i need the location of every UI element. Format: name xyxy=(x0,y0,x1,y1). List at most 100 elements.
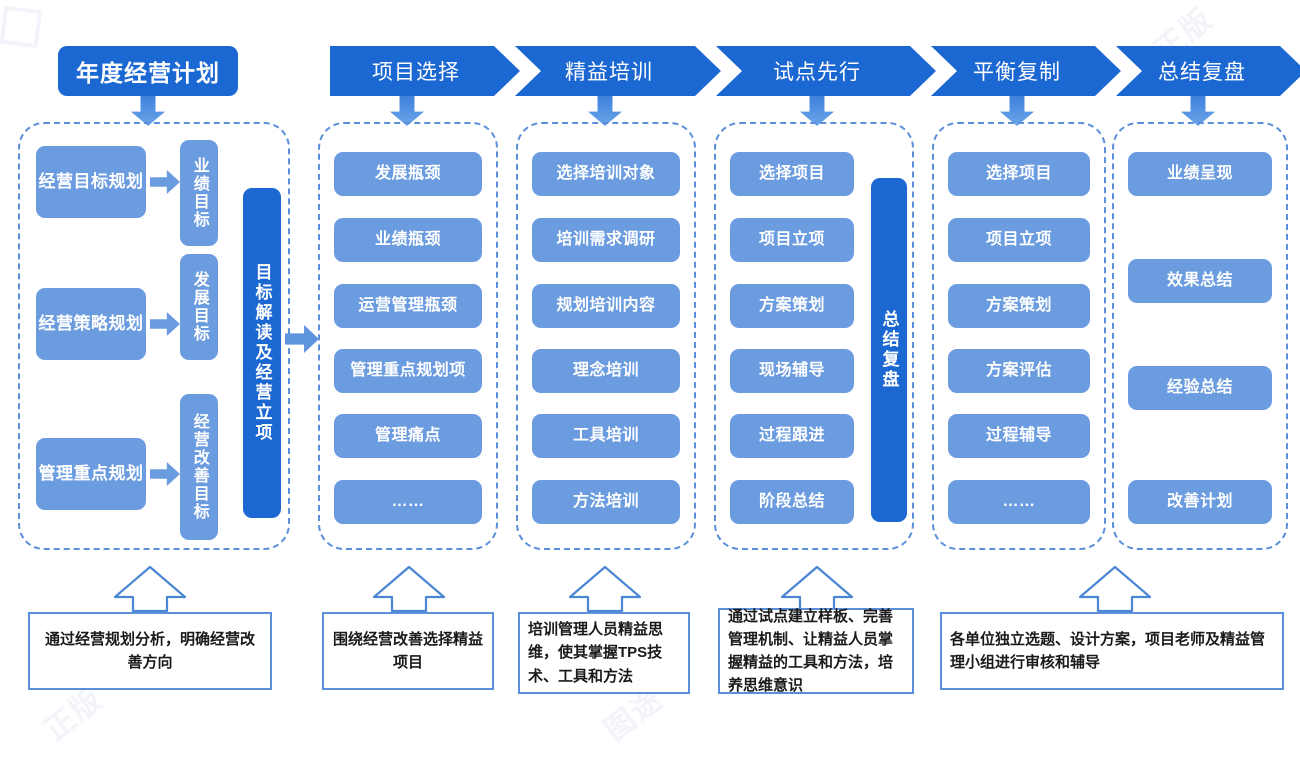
vbar-label: 总结复盘 xyxy=(879,310,899,390)
item-balanced-replication-1[interactable]: 选择项目 xyxy=(948,152,1090,196)
caption-box-2: 围绕经营改善选择精益项目 xyxy=(322,612,494,690)
up-arrow-icon-5 xyxy=(1078,565,1152,613)
page-title: 年度经营计划 xyxy=(58,46,238,96)
item-project-selection-6[interactable]: …… xyxy=(334,480,482,524)
planning-source-2[interactable]: 经营策略规划 xyxy=(36,288,146,360)
watermark: ◇ xyxy=(0,0,66,70)
item-lean-training-3[interactable]: 规划培训内容 xyxy=(532,284,680,328)
pill-label: …… xyxy=(391,493,425,511)
caption-box-3: 培训管理人员精益思维，使其掌握TPS技术、工具和方法 xyxy=(518,612,690,694)
pill-label: 规划培训内容 xyxy=(556,297,656,315)
caption-text: 各单位独立选题、设计方案，项目老师及精益管理小组进行审核和辅导 xyxy=(950,630,1266,671)
panel-pilot-first xyxy=(714,122,914,550)
item-pilot-first-3[interactable]: 方案策划 xyxy=(730,284,854,328)
pill-label: 经营策略规划 xyxy=(38,313,144,333)
stage-label: 总结复盘 xyxy=(1158,61,1246,84)
pill-label: 现场辅导 xyxy=(758,362,825,380)
up-arrow-icon-3 xyxy=(568,565,642,613)
pill-label: 选择项目 xyxy=(985,165,1052,183)
pill-label: 经营目标规划 xyxy=(38,171,144,191)
item-lean-training-4[interactable]: 理念培训 xyxy=(532,349,680,393)
item-lean-training-2[interactable]: 培训需求调研 xyxy=(532,218,680,262)
caption-box-1: 通过经营规划分析，明确经营改善方向 xyxy=(28,612,272,690)
item-project-selection-3[interactable]: 运营管理瓶颈 xyxy=(334,284,482,328)
stage-chevron-5[interactable]: 总结复盘 xyxy=(1116,46,1300,96)
up-arrow-icon-1 xyxy=(113,565,187,613)
stage-label: 平衡复制 xyxy=(973,61,1061,84)
planning-target-3[interactable]: 经营改善目标 xyxy=(180,394,218,540)
panel-project-selection xyxy=(318,122,498,550)
pill-label: 方案策划 xyxy=(985,297,1052,315)
stage-chevron-4[interactable]: 平衡复制 xyxy=(931,46,1121,96)
item-summary-review-3[interactable]: 经验总结 xyxy=(1128,366,1272,410)
item-lean-training-1[interactable]: 选择培训对象 xyxy=(532,152,680,196)
caption-text: 通过经营规划分析，明确经营改善方向 xyxy=(44,630,255,671)
stage-label: 试点先行 xyxy=(773,61,861,84)
pill-label: 发展瓶颈 xyxy=(374,165,441,183)
caption-text: 培训管理人员精益思维，使其掌握TPS技术、工具和方法 xyxy=(528,621,664,685)
pill-label: 经验总结 xyxy=(1166,379,1233,397)
pill-label: 理念培训 xyxy=(572,362,639,380)
panel-balanced-replication xyxy=(932,122,1106,550)
pill-label: 培训需求调研 xyxy=(556,231,656,249)
caption-box-5: 各单位独立选题、设计方案，项目老师及精益管理小组进行审核和辅导 xyxy=(940,612,1284,690)
planning-source-3[interactable]: 管理重点规划 xyxy=(36,438,146,510)
pill-label: 业绩目标 xyxy=(190,157,208,229)
item-lean-training-6[interactable]: 方法培训 xyxy=(532,480,680,524)
item-project-selection-2[interactable]: 业绩瓶颈 xyxy=(334,218,482,262)
item-pilot-first-6[interactable]: 阶段总结 xyxy=(730,480,854,524)
pill-label: 业绩瓶颈 xyxy=(374,231,441,249)
pill-label: 选择项目 xyxy=(758,165,825,183)
item-pilot-first-2[interactable]: 项目立项 xyxy=(730,218,854,262)
pill-label: 选择培训对象 xyxy=(556,165,656,183)
pill-label: 项目立项 xyxy=(758,231,825,249)
pill-label: 方法培训 xyxy=(572,493,639,511)
vertical-bar-goal-interpretation[interactable]: 目标解读及经营立项 xyxy=(243,188,281,518)
item-balanced-replication-3[interactable]: 方案策划 xyxy=(948,284,1090,328)
item-summary-review-1[interactable]: 业绩呈现 xyxy=(1128,152,1272,196)
up-arrow-icon-2 xyxy=(372,565,446,613)
pill-label: 经营改善目标 xyxy=(190,413,208,521)
pill-label: …… xyxy=(1002,493,1036,511)
stage-chevron-1[interactable]: 项目选择 xyxy=(330,46,520,96)
pill-label: 方案评估 xyxy=(985,362,1052,380)
pill-label: 阶段总结 xyxy=(758,493,825,511)
right-arrow-icon-panel-link xyxy=(285,325,319,353)
stage-label: 项目选择 xyxy=(372,61,460,84)
item-project-selection-1[interactable]: 发展瓶颈 xyxy=(334,152,482,196)
item-summary-review-4[interactable]: 改善计划 xyxy=(1128,480,1272,524)
pill-label: 业绩呈现 xyxy=(1166,165,1233,183)
item-pilot-first-1[interactable]: 选择项目 xyxy=(730,152,854,196)
caption-text: 围绕经营改善选择精益项目 xyxy=(332,630,483,671)
pill-label: 工具培训 xyxy=(572,427,639,445)
vbar-label: 目标解读及经营立项 xyxy=(252,263,272,443)
stage-chevron-3[interactable]: 试点先行 xyxy=(716,46,936,96)
item-pilot-first-4[interactable]: 现场辅导 xyxy=(730,349,854,393)
vertical-bar-summary-review[interactable]: 总结复盘 xyxy=(871,178,907,522)
item-summary-review-2[interactable]: 效果总结 xyxy=(1128,259,1272,303)
pill-label: 方案策划 xyxy=(758,297,825,315)
pill-label: 管理重点规划项 xyxy=(350,362,466,380)
stage-chevron-2[interactable]: 精益培训 xyxy=(515,46,721,96)
planning-target-2[interactable]: 发展目标 xyxy=(180,254,218,360)
stage-label: 精益培训 xyxy=(565,61,653,84)
planning-target-1[interactable]: 业绩目标 xyxy=(180,140,218,246)
panel-lean-training xyxy=(516,122,696,550)
item-balanced-replication-5[interactable]: 过程辅导 xyxy=(948,414,1090,458)
item-project-selection-5[interactable]: 管理痛点 xyxy=(334,414,482,458)
panel-summary-review xyxy=(1112,122,1288,550)
pill-label: 发展目标 xyxy=(190,271,208,343)
planning-source-1[interactable]: 经营目标规划 xyxy=(36,146,146,218)
item-balanced-replication-6[interactable]: …… xyxy=(948,480,1090,524)
pill-label: 改善计划 xyxy=(1166,493,1233,511)
item-lean-training-5[interactable]: 工具培训 xyxy=(532,414,680,458)
item-balanced-replication-4[interactable]: 方案评估 xyxy=(948,349,1090,393)
item-pilot-first-5[interactable]: 过程跟进 xyxy=(730,414,854,458)
pill-label: 过程辅导 xyxy=(985,427,1052,445)
pill-label: 管理痛点 xyxy=(374,427,441,445)
item-project-selection-4[interactable]: 管理重点规划项 xyxy=(334,349,482,393)
item-balanced-replication-2[interactable]: 项目立项 xyxy=(948,218,1090,262)
pill-label: 管理重点规划 xyxy=(38,463,144,483)
caption-box-4: 通过试点建立样板、完善管理机制、让精益人员掌握精益的工具和方法，培养思维意识 xyxy=(718,608,914,694)
